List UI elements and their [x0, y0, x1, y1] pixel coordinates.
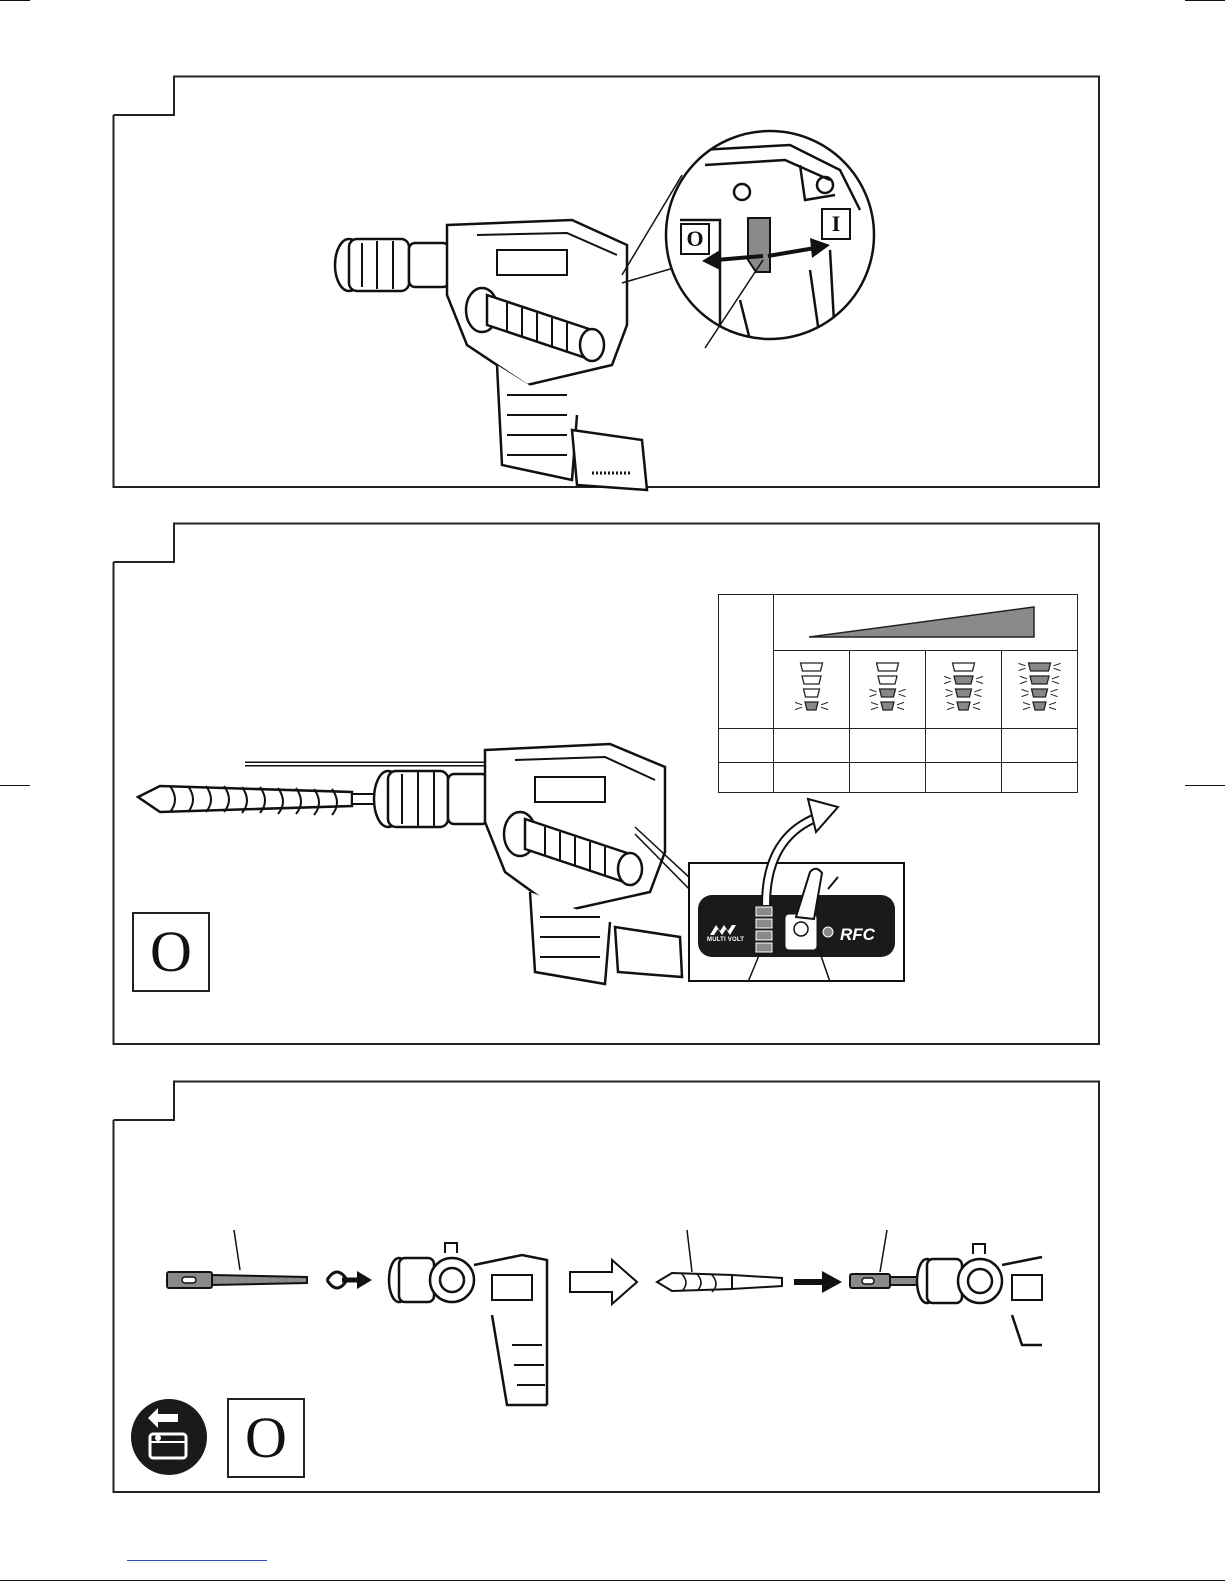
led-glow-ray — [821, 707, 828, 709]
tool-removal-icon — [130, 1398, 208, 1476]
led-pattern-cell-1 — [774, 651, 850, 729]
led-pattern-cell-4 — [1002, 651, 1078, 729]
led-segment — [877, 663, 899, 671]
led-glow-ray — [947, 702, 954, 704]
led-pattern-cell-3 — [926, 651, 1002, 729]
led-segment — [1030, 676, 1049, 684]
led-glow-ray — [1023, 702, 1030, 704]
led-glow-ray — [1019, 663, 1026, 665]
led-glow-ray — [871, 702, 878, 704]
led-glow-ray — [946, 694, 953, 696]
multi-volt-logo-text: MULTI VOLT — [707, 937, 744, 943]
rotary-hammer-with-bit-illustration — [130, 722, 690, 992]
led-glow-ray — [870, 694, 877, 696]
rfc-logo-text: RFC — [840, 925, 875, 945]
led-segment — [1032, 689, 1048, 697]
led-glow-ray — [947, 707, 954, 709]
figure-panel-1: O I — [112, 75, 1102, 490]
mode-symbol: O — [227, 1398, 305, 1478]
table-cell — [926, 763, 1002, 793]
led-segment — [802, 676, 821, 684]
led-glow-ray — [975, 689, 982, 691]
led-glow-ray — [946, 689, 953, 691]
led-glow-ray — [821, 702, 828, 704]
crop-mark-bottom — [0, 1580, 1225, 1581]
led-segment — [880, 689, 896, 697]
figure-panel-3: O — [112, 1080, 1102, 1495]
table-cell — [1002, 763, 1078, 793]
led-segment — [801, 663, 823, 671]
led-glow-ray — [1022, 689, 1029, 691]
led-glow-ray — [897, 702, 904, 704]
led-glow-ray — [1023, 707, 1030, 709]
battery-indicator-table — [718, 594, 1078, 793]
crop-mark-mid-right — [1185, 785, 1225, 786]
led-segment — [805, 702, 818, 710]
led-segment — [957, 702, 970, 710]
led-glow-ray — [871, 707, 878, 709]
led-glow-ray — [944, 681, 951, 683]
capacity-ramp-icon — [774, 595, 1074, 645]
led-glow-ray — [1049, 707, 1056, 709]
table-row-label-cell — [719, 729, 774, 763]
crop-mark-mid-left — [0, 785, 30, 786]
table-cell — [1002, 729, 1078, 763]
led-glow-ray — [870, 689, 877, 691]
crop-mark-top-right — [1185, 0, 1225, 1]
switch-on-label: I — [821, 208, 851, 240]
led-glow-ray — [973, 702, 980, 704]
led-glow-ray — [1020, 681, 1027, 683]
switch-off-label: O — [680, 223, 710, 255]
led-glow-ray — [973, 707, 980, 709]
indicator-zoom-box — [688, 777, 908, 987]
led-segment — [954, 676, 973, 684]
table-cell — [926, 729, 1002, 763]
insert-arrow-icon — [794, 1271, 842, 1293]
led-glow-ray — [899, 694, 906, 696]
multi-volt-logo-icon — [710, 922, 736, 932]
led-segment — [1033, 702, 1046, 710]
led-segment — [1029, 663, 1051, 671]
next-step-arrow-icon — [570, 1260, 637, 1304]
rotation-arrow-icon — [327, 1271, 372, 1289]
led-glow-ray — [899, 689, 906, 691]
mode-symbol: O — [132, 912, 210, 992]
led-glow-ray — [1019, 668, 1026, 670]
bit-removal-and-insertion-sequence — [162, 1225, 1062, 1415]
led-glow-ray — [897, 707, 904, 709]
led-glow-ray — [1051, 689, 1058, 691]
table-cell — [774, 729, 850, 763]
led-glow-ray — [944, 676, 951, 678]
led-glow-ray — [975, 694, 982, 696]
capacity-ramp-cell — [774, 595, 1078, 651]
led-segment — [956, 689, 972, 697]
figure-panel-2: MULTI VOLT RFC O — [112, 522, 1102, 1047]
crop-mark-top-left — [0, 0, 30, 1]
led-glow-ray — [1054, 668, 1061, 670]
footer-underline — [127, 1560, 267, 1561]
led-glow-ray — [1052, 681, 1059, 683]
led-glow-ray — [795, 707, 802, 709]
led-glow-ray — [1049, 702, 1056, 704]
led-pattern-cell-2 — [850, 651, 926, 729]
led-segment — [953, 663, 975, 671]
led-glow-ray — [1020, 676, 1027, 678]
table-corner-cell — [719, 595, 774, 729]
led-segment — [878, 676, 897, 684]
led-glow-ray — [1051, 694, 1058, 696]
led-glow-ray — [1054, 663, 1061, 665]
led-segment — [804, 689, 820, 697]
table-cell — [850, 729, 926, 763]
led-glow-ray — [976, 681, 983, 683]
led-segment — [881, 702, 894, 710]
led-glow-ray — [1022, 694, 1029, 696]
led-glow-ray — [976, 676, 983, 678]
led-glow-ray — [795, 702, 802, 704]
led-glow-ray — [1052, 676, 1059, 678]
